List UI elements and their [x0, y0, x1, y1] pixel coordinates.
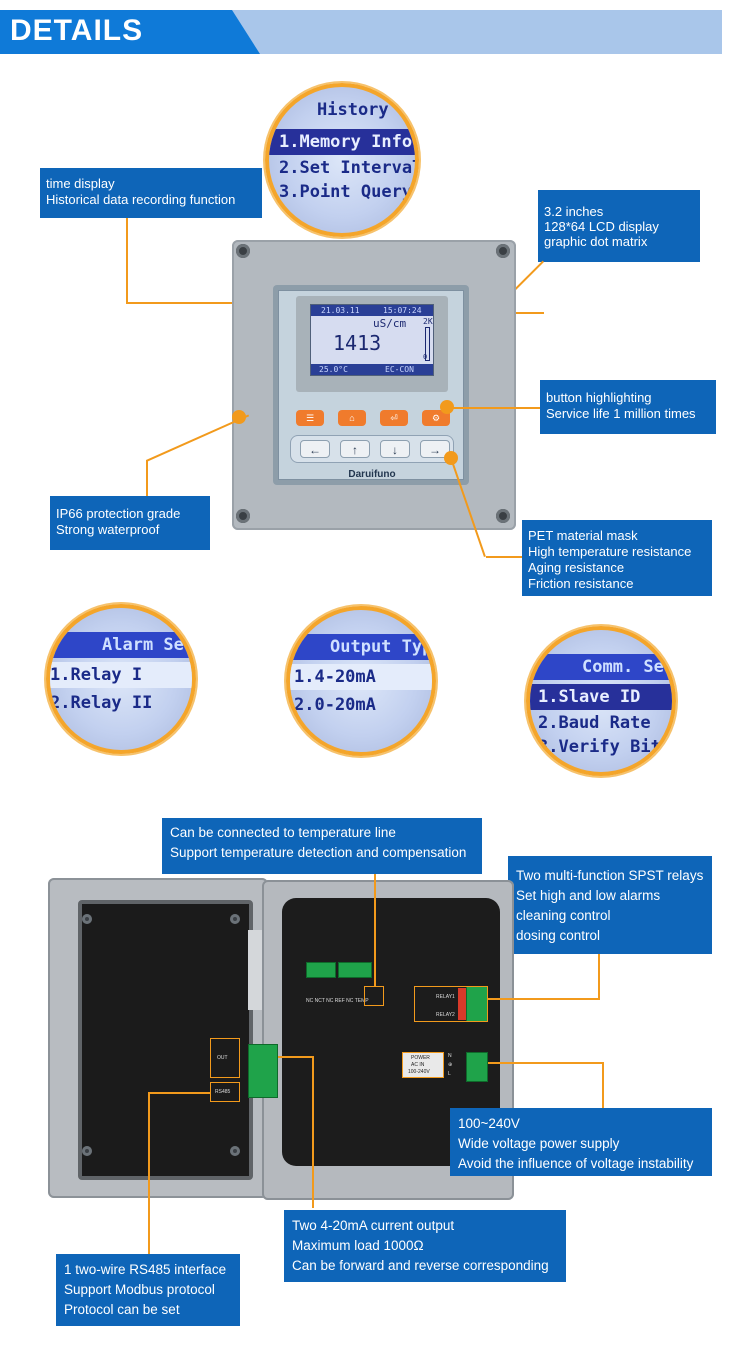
- output-title: Output Type: [330, 637, 436, 657]
- alarm-item-1: 1.Relay I: [50, 665, 143, 685]
- leader-time-h: [126, 302, 306, 304]
- lcd-time: 15:07:24: [383, 306, 422, 315]
- callout-lcd-display: 3.2 inches 128*64 LCD display graphic do…: [538, 190, 700, 262]
- zoom-output-type: Output Type 1.4-20mA 2.0-20mA: [286, 606, 436, 756]
- zoom-comm-set: Comm. Set 1.Slave ID 2.Baud Rate 3.Verif…: [526, 626, 676, 776]
- top-terminal-labels: NC NCT NC REF NC TEMP: [306, 998, 369, 1004]
- output-terminal: [248, 1044, 278, 1098]
- dot-ip66: [232, 410, 246, 424]
- lcd-date: 21.03.11: [321, 306, 360, 315]
- callout-rs485: 1 two-wire RS485 interface Support Modbu…: [56, 1254, 240, 1326]
- leader-button-h: [448, 407, 540, 409]
- leader-output-v: [312, 1056, 314, 1208]
- lcd-unit: uS/cm: [373, 317, 407, 330]
- alarm-title: Alarm Set: [102, 635, 195, 655]
- output-item-1: 1.4-20mA: [294, 667, 376, 687]
- leader-pet-h: [486, 556, 522, 558]
- exit-key[interactable]: ⌂: [338, 410, 366, 426]
- lcd-value: 1413: [333, 331, 382, 355]
- leader-relay-h: [488, 998, 600, 1000]
- leader-time-v: [126, 218, 128, 304]
- leader-rs485-v: [148, 1092, 150, 1254]
- up-arrow-key[interactable]: ↑: [340, 440, 370, 458]
- left-arrow-key[interactable]: ←: [300, 440, 330, 458]
- comm-item-2: 2.Baud Rate: [538, 713, 651, 733]
- page-title: DETAILS: [10, 14, 144, 47]
- relay2-label: RELAY2: [436, 1012, 455, 1018]
- callout-ip66: IP66 protection grade Strong waterproof: [50, 496, 210, 550]
- comm-item-3: 3.Verify Bit: [538, 737, 661, 757]
- leader-rs485-h: [148, 1092, 210, 1094]
- callout-pet-mask: PET material mask High temperature resis…: [522, 520, 712, 596]
- comm-item-1: 1.Slave ID: [538, 687, 641, 707]
- callout-time-display: time display Historical data recording f…: [40, 168, 262, 218]
- power-pin-l: L: [448, 1071, 451, 1077]
- output-item-2: 2.0-20mA: [294, 695, 376, 715]
- zoom-history-log: History Log 1.Memory Inform 2.Set Interv…: [265, 83, 419, 237]
- header-tab: [0, 10, 260, 54]
- door-screw-4: [230, 1146, 240, 1156]
- lcd-bar: [425, 327, 430, 361]
- history-item-1: 1.Memory Inform: [279, 132, 419, 152]
- zoom-alarm-set: Alarm Set 1.Relay I 2.Relay II: [46, 604, 196, 754]
- callout-relays: Two multi-function SPST relays Set high …: [508, 856, 712, 954]
- callout-button: button highlighting Service life 1 milli…: [540, 380, 716, 434]
- terminal-block-b: [338, 962, 372, 978]
- screw-top-right: [496, 244, 510, 258]
- lcd-range: 2K: [423, 317, 433, 326]
- door-inner-panel: [78, 900, 253, 1180]
- highlight-temp-terminal: [364, 986, 384, 1006]
- leader-ip66-v: [146, 460, 148, 496]
- lcd-screen: 21.03.11 15:07:24 uS/cm 2K 0 1413 25.0°C E…: [310, 304, 434, 376]
- power-pin-n: N: [448, 1053, 452, 1059]
- callout-power: 100~240V Wide voltage power supply Avoid…: [450, 1108, 712, 1176]
- history-title: History Log: [317, 100, 419, 120]
- callout-current-output: Two 4-20mA current output Maximum load 1…: [284, 1210, 566, 1282]
- history-item-2: 2.Set Interval: [279, 158, 419, 178]
- menu-key[interactable]: ☰: [296, 410, 324, 426]
- leader-power-v: [602, 1062, 604, 1108]
- door-screw-2: [230, 914, 240, 924]
- highlight-rs485: RS485: [210, 1082, 240, 1102]
- highlight-power: POWER AC IN 100-240V: [402, 1052, 444, 1078]
- down-arrow-key[interactable]: ↓: [380, 440, 410, 458]
- history-item-3: 3.Point Query: [279, 182, 413, 202]
- leader-power-h: [488, 1062, 602, 1064]
- terminal-block-a: [306, 962, 336, 978]
- leader-output-h: [278, 1056, 314, 1058]
- door-screw-3: [82, 1146, 92, 1156]
- dot-pet: [444, 451, 458, 465]
- power-pin-earth: ⊕: [448, 1062, 453, 1068]
- relay-red-block: [458, 988, 466, 1020]
- cal-key[interactable]: ⚙: [422, 410, 450, 426]
- relay1-label: RELAY1: [436, 994, 455, 1000]
- dot-button: [440, 400, 454, 414]
- screw-bottom-left: [236, 509, 250, 523]
- right-arrow-key[interactable]: →: [420, 440, 450, 458]
- highlight-relay: [414, 986, 488, 1022]
- comm-title: Comm. Set: [582, 657, 675, 677]
- screw-top-left: [236, 244, 250, 258]
- leader-temp-v: [374, 874, 376, 986]
- screw-bottom-right: [496, 509, 510, 523]
- leader-relay-v: [598, 954, 600, 1000]
- door-screw-1: [82, 914, 92, 924]
- brand-label: Daruifuno: [348, 469, 396, 480]
- callout-temperature: Can be connected to temperature line Sup…: [162, 818, 482, 874]
- highlight-output: OUT: [210, 1038, 240, 1078]
- enter-key[interactable]: ⏎: [380, 410, 408, 426]
- lcd-mode: EC-CON: [385, 365, 414, 374]
- power-terminal: [466, 1052, 488, 1082]
- lcd-temp: 25.0°C: [319, 365, 348, 374]
- alarm-item-2: 2.Relay II: [50, 693, 153, 713]
- lcd-zero: 0: [423, 353, 428, 361]
